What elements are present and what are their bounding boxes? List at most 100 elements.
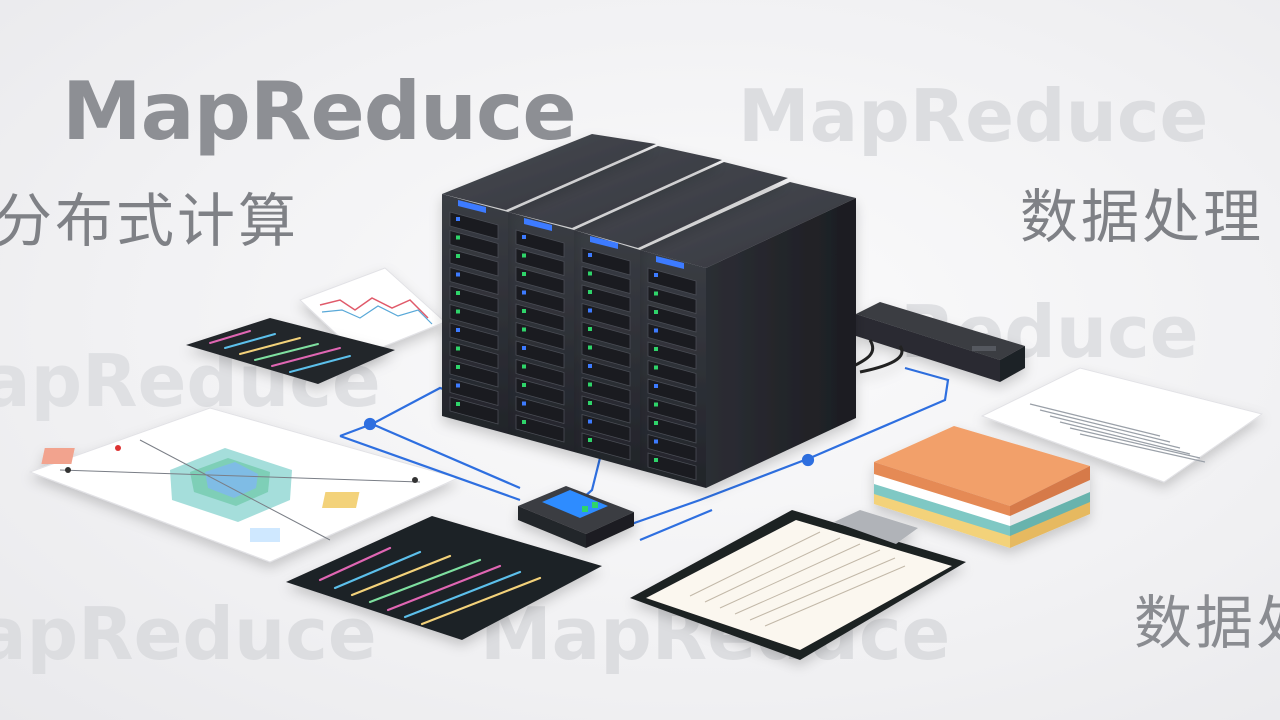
status-led [522,272,526,276]
drive-slot [449,248,499,277]
book-stack-icon [874,426,1090,548]
drive-slot [647,378,697,407]
rack-badge [524,218,552,231]
status-led [588,290,592,294]
status-led [654,402,658,407]
drive-slot [449,377,499,407]
drive-slot [647,341,697,370]
status-led [588,419,592,424]
status-led [588,364,592,368]
status-led [588,253,592,257]
drive-slot [581,247,631,276]
status-led [588,271,592,276]
status-led [456,402,460,406]
status-led [588,438,592,442]
drive-slot [449,211,499,240]
drive-slot [647,359,697,389]
drive-slot [515,266,565,295]
drive-slot [581,413,631,443]
drive-slot [449,285,499,314]
status-led [522,364,526,369]
status-led [654,291,658,296]
drive-slot [515,358,565,388]
clipboard-tablet-icon [630,510,966,660]
status-led [522,401,526,406]
status-led [522,309,526,313]
network-cables [339,366,950,542]
status-led [654,365,658,370]
drive-slot [647,304,697,333]
status-led [456,217,460,221]
network-switch-icon [849,302,1025,382]
status-led [654,421,658,425]
drive-slot [647,452,697,481]
status-led [654,458,658,462]
status-led [522,253,526,258]
drive-slot [449,322,499,351]
page-title-watermark: MapReduce [62,65,577,158]
drive-slot [581,339,631,369]
status-led [456,365,460,369]
drive-slot [647,267,697,296]
status-led [654,439,658,444]
server-rack-group [442,134,856,488]
status-led [456,272,460,277]
rack-badge [656,256,684,269]
status-led [588,401,592,405]
drive-slot [647,396,697,426]
watermark-cn-bottom: 数据处 [1134,589,1280,657]
drive-slot [581,358,631,387]
watermark-cn-data-processing: 数据处理 [1020,183,1265,251]
status-led [588,382,592,387]
status-led [588,327,592,331]
status-led [522,346,526,350]
status-led [456,309,460,314]
drive-slot [449,266,499,296]
status-led [522,420,526,424]
drive-slot [581,284,631,313]
drive-slot [581,395,631,424]
status-led [456,291,460,295]
status-led [588,308,592,313]
status-led [654,310,658,314]
drive-slot [581,432,631,461]
drive-slot [515,284,565,314]
drive-slot [515,229,565,258]
drive-slot [581,376,631,406]
rack-badge [590,236,618,249]
drive-slot [515,395,565,425]
drive-slot [647,433,697,463]
status-led [522,235,526,239]
hub-device-icon [518,486,634,548]
watermark-top-right: MapReduce [738,74,1209,158]
status-led [456,346,460,351]
drive-slot [581,265,631,295]
code-panel-small-icon [186,318,395,384]
status-led [654,273,658,277]
rack-badge [458,200,486,213]
document-sheet-icon [980,367,1264,483]
drive-slot [581,321,631,350]
drive-slot [515,340,565,369]
drive-slot [647,285,697,315]
drive-slot [449,303,499,333]
rack-drive-slots [449,200,697,481]
watermark-cn-distributed-computing: 分布式计算 [0,187,300,255]
drive-slot [515,414,565,443]
drive-slot [449,396,499,425]
drive-slot [647,415,697,444]
watermark-bottom-left: apReduce [0,592,377,676]
drive-slot [449,340,499,370]
diagram-sheet-icon [28,407,460,563]
status-led [654,328,658,333]
drive-slot [449,359,499,388]
drive-slot [581,302,631,332]
status-led [522,383,526,387]
drive-slot [449,229,499,259]
status-led [588,345,592,350]
status-led [654,347,658,351]
status-led [654,384,658,388]
status-led [522,327,526,332]
status-led [456,235,460,240]
